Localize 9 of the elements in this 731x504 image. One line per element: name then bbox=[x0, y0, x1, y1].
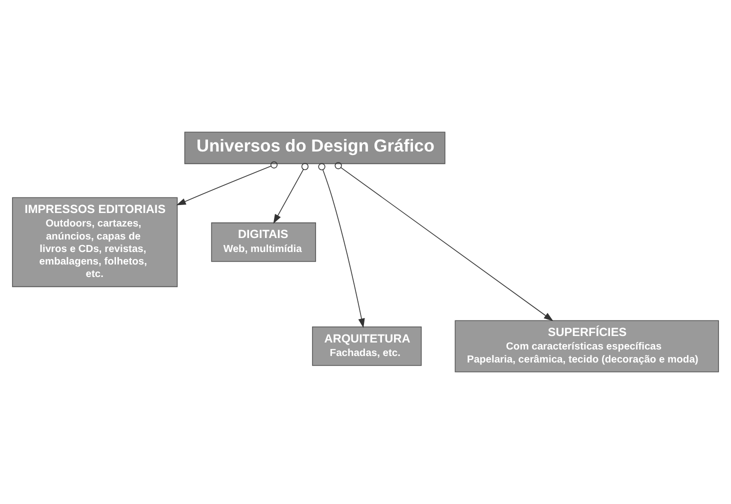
node-box: Universos do Design Gráfico bbox=[184, 132, 446, 164]
arrow bbox=[176, 161, 278, 206]
node-box: IMPRESSOS EDITORIAIS Outdoors, cartazes, anúncios, capas de livros e CDs, revistas, embalagens, folhetos, etc. bbox=[12, 197, 178, 288]
arrow bbox=[334, 162, 554, 322]
node-box: SUPERFÍCIES Com características específicas Papelaria, cerâmica, tecido (decoração e moda) bbox=[454, 320, 719, 372]
node-box: DIGITAIS Web, multimídia bbox=[211, 222, 316, 262]
node-box: ARQUITETURA Fachadas, etc. bbox=[312, 326, 422, 366]
arrow bbox=[273, 163, 309, 224]
arrow bbox=[318, 163, 365, 328]
